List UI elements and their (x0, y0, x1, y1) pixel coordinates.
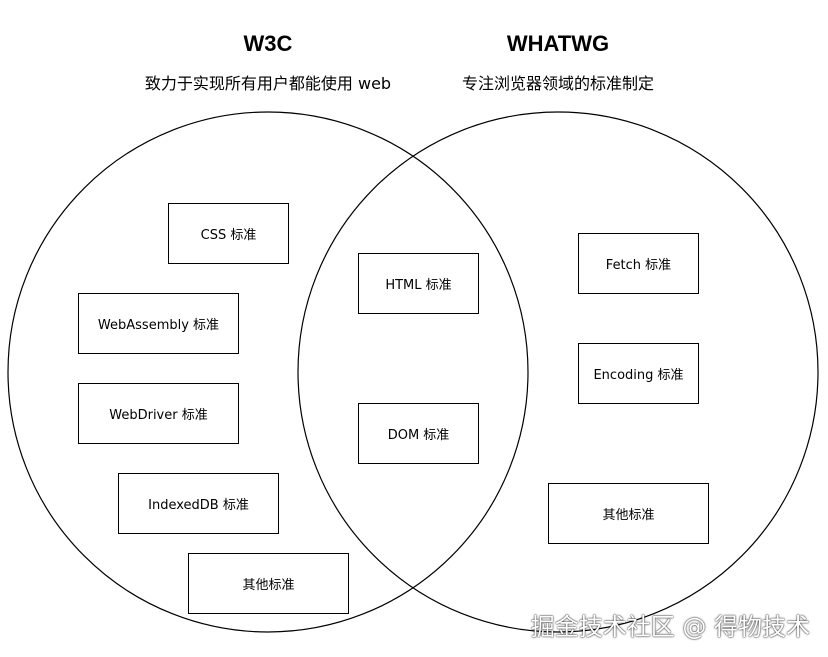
css-standard-box: CSS 标准 (168, 203, 289, 264)
w3c-other-standards-box: 其他标准 (188, 553, 349, 614)
html-standard-box: HTML 标准 (358, 253, 479, 314)
whatwg-subtitle: 专注浏览器领域的标准制定 (461, 74, 654, 93)
webassembly-standard-box: WebAssembly 标准 (78, 293, 239, 354)
whatwg-title: WHATWG (506, 31, 610, 56)
whatwg-other-standards-box: 其他标准 (548, 483, 709, 544)
indexeddb-standard-box: IndexedDB 标准 (118, 473, 279, 534)
w3c-title: W3C (243, 31, 293, 56)
webdriver-standard-box: WebDriver 标准 (78, 383, 239, 444)
w3c-subtitle: 致力于实现所有用户都能使用 web (144, 74, 392, 93)
w3c-circle (7, 111, 529, 633)
whatwg-circle (297, 111, 819, 633)
fetch-standard-box: Fetch 标准 (578, 233, 699, 294)
watermark: 掘金技术社区 @ 得物技术 (530, 613, 810, 641)
dom-standard-box: DOM 标准 (358, 403, 479, 464)
encoding-standard-box: Encoding 标准 (578, 343, 699, 404)
